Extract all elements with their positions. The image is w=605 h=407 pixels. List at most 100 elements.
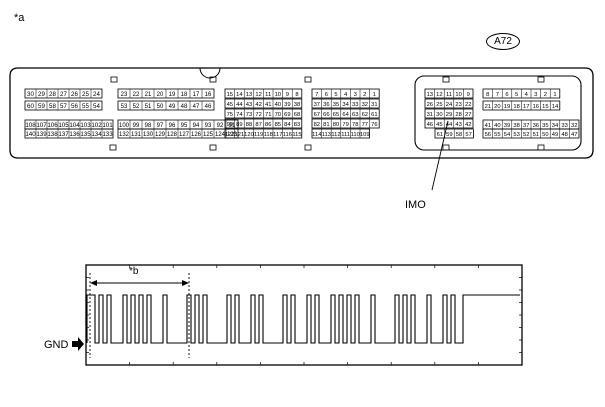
- pin-number: 53: [513, 132, 519, 138]
- pin-number: 102: [91, 122, 102, 129]
- pin-number: 10: [275, 92, 281, 98]
- pin-number: 28: [455, 112, 461, 118]
- pin-number: 26: [427, 102, 433, 108]
- pin-number: 134: [91, 131, 102, 138]
- pin-number: 115: [292, 132, 301, 138]
- pin-number: 122: [225, 132, 235, 138]
- pin-number: 105: [58, 122, 69, 129]
- pin-number: 29: [446, 112, 452, 118]
- pin-number: 53: [121, 104, 128, 110]
- pin-number: 13: [246, 92, 252, 98]
- pin-number: 138: [47, 131, 58, 138]
- pin-number: 119: [254, 132, 263, 138]
- pin-number: 20: [494, 104, 500, 110]
- pin-number: 49: [552, 132, 558, 138]
- key-slot: [304, 144, 312, 151]
- pin-number: 10: [455, 92, 461, 98]
- pin-number: 57: [465, 132, 471, 138]
- pin-number: 74: [236, 112, 243, 118]
- pin-number: 19: [504, 104, 510, 110]
- pin-number: 27: [465, 112, 471, 118]
- pin-number: 7: [496, 92, 499, 98]
- pin-number: 36: [323, 102, 329, 108]
- pin-number: 132: [119, 132, 130, 138]
- pin-number: 81: [323, 122, 329, 128]
- pin-number: 61: [437, 132, 443, 138]
- pin-number: 24: [446, 102, 453, 108]
- pin-number: 11: [446, 92, 452, 98]
- pin-number: 23: [455, 102, 461, 108]
- pin-number: 18: [513, 104, 519, 110]
- sub-housing-right: [414, 75, 582, 151]
- pin-number: 56: [485, 132, 491, 138]
- pin-number: 33: [561, 123, 567, 129]
- pin-number: 83: [294, 122, 300, 128]
- block5-row-frame: [424, 88, 474, 99]
- pin-number: 121: [235, 132, 245, 138]
- pin-number: 108: [25, 122, 36, 129]
- imo-callout-label: IMO: [405, 199, 426, 211]
- pin-number: 45: [436, 122, 442, 128]
- pin-number: 12: [436, 92, 442, 98]
- housing-top-notch: [199, 67, 221, 79]
- pin-number: 64: [342, 112, 349, 118]
- pin-number: 125: [203, 132, 214, 138]
- pin-number: 61: [371, 112, 377, 118]
- pin-number: 22: [465, 102, 471, 108]
- pin-number: 106: [47, 122, 58, 129]
- pin-number: 31: [371, 102, 377, 108]
- pin-number: 1: [553, 92, 556, 98]
- pin-number: 117: [273, 132, 282, 138]
- pin-number: 54: [504, 132, 511, 138]
- pin-number: 16: [205, 92, 212, 98]
- pin-number: 48: [561, 132, 567, 138]
- pin-number: 43: [455, 122, 461, 128]
- block4-row-frame: [311, 88, 380, 99]
- pin-number: 9: [286, 92, 289, 98]
- pin-number: 60: [27, 103, 34, 110]
- pin-number: 112: [331, 132, 340, 138]
- pin-number: 24: [93, 91, 100, 98]
- pin-number: 6: [325, 92, 328, 98]
- pin-number: 15: [542, 104, 548, 110]
- pin-number: 18: [181, 92, 188, 98]
- pin-number: 29: [38, 91, 45, 98]
- period-arrow-right: [182, 280, 189, 286]
- pin-number: 76: [371, 122, 377, 128]
- pin-number: 3: [534, 92, 537, 98]
- pin-number: 32: [362, 102, 368, 108]
- pin-number: 57: [60, 103, 67, 110]
- key-slot: [110, 76, 118, 83]
- pin-number: 46: [205, 104, 212, 110]
- pin-number: 139: [36, 131, 47, 138]
- pin-number: 28: [49, 91, 56, 98]
- pin-number: 5: [334, 92, 337, 98]
- pin-number: 37: [523, 123, 529, 129]
- block5-row-frame: [424, 108, 474, 119]
- key-slot: [537, 76, 545, 83]
- pin-number: 40: [275, 102, 281, 108]
- imo-waveform-trace: [86, 294, 520, 344]
- pin-number: 47: [193, 104, 200, 110]
- pin-number: 127: [179, 132, 190, 138]
- key-slot: [109, 144, 117, 151]
- pin-number: 109: [360, 132, 370, 138]
- pin-number: 22: [133, 92, 140, 98]
- pin-number: 27: [60, 91, 67, 98]
- pin-number: 86: [265, 122, 271, 128]
- pin-number: 87: [255, 122, 261, 128]
- pin-number: 63: [352, 112, 358, 118]
- block5-row-frame: [424, 118, 474, 129]
- pin-number: 52: [523, 132, 529, 138]
- pin-number: 2: [544, 92, 547, 98]
- pin-number: 56: [71, 103, 78, 110]
- ground-label: GND: [44, 339, 69, 351]
- block5-row-frame: [424, 98, 474, 109]
- pin-number: 71: [265, 112, 271, 118]
- pin-number: 59: [38, 103, 45, 110]
- pin-number: 15: [227, 92, 233, 98]
- pin-number: 11: [265, 92, 271, 98]
- pin-number: 90: [227, 122, 233, 128]
- pin-number: 58: [456, 132, 462, 138]
